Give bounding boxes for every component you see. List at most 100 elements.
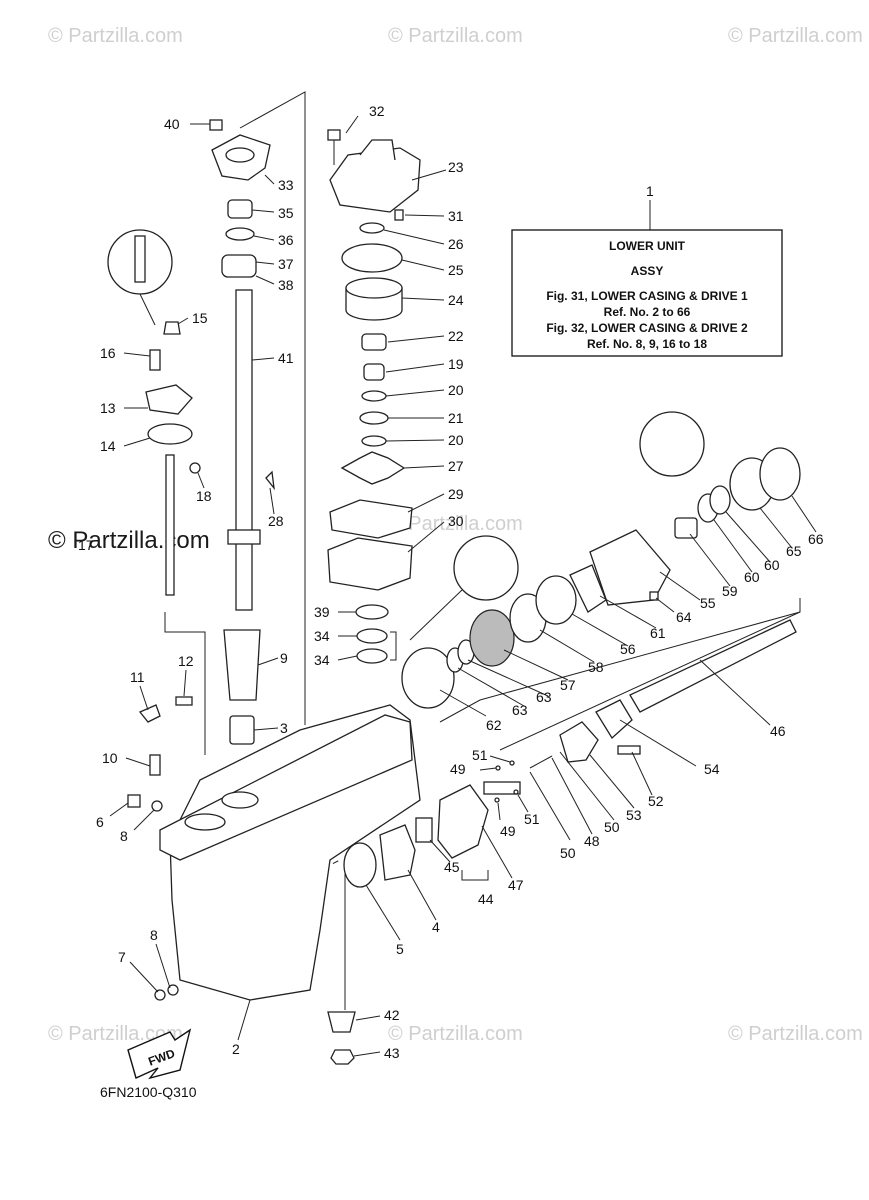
pin-52 bbox=[617, 745, 641, 755]
watermark-top-right: © Partzilla.com bbox=[728, 25, 863, 47]
reverse-gear-57 bbox=[469, 609, 515, 667]
part-19 bbox=[363, 363, 385, 381]
callout-27: 27 bbox=[448, 458, 464, 474]
bolt-10 bbox=[149, 754, 161, 776]
callout-26: 26 bbox=[448, 236, 464, 252]
callout-51-upper: 51 bbox=[472, 747, 488, 763]
forward-gear-44 bbox=[437, 784, 489, 859]
dog-clutch-53 bbox=[559, 721, 599, 763]
callout-34-lower: 34 bbox=[314, 652, 330, 668]
bearing-34-upper bbox=[356, 628, 388, 644]
washer-20-lower bbox=[361, 435, 387, 447]
gasket-29 bbox=[329, 499, 413, 539]
diagram-code: 6FN2100-Q310 bbox=[100, 1084, 197, 1100]
info-box-fig32-ref: Ref. No. 8, 9, 16 to 18 bbox=[587, 337, 707, 351]
bearing-59 bbox=[674, 517, 698, 539]
washer-36 bbox=[225, 227, 255, 241]
callout-61: 61 bbox=[650, 625, 666, 641]
water-pump-parts bbox=[327, 129, 421, 664]
drive-shaft-41 bbox=[235, 289, 253, 611]
spring-12 bbox=[175, 696, 193, 706]
callout-numbers: 32 23 31 26 25 24 22 19 20 21 20 27 29 3… bbox=[78, 103, 824, 1061]
bearing-3 bbox=[229, 715, 255, 745]
callout-15: 15 bbox=[192, 310, 208, 326]
callout-36: 36 bbox=[278, 232, 294, 248]
key-21 bbox=[359, 411, 389, 425]
watermark-mid-center: © Partzilla.com bbox=[388, 513, 523, 535]
callout-5: 5 bbox=[396, 941, 404, 957]
callout-59: 59 bbox=[722, 583, 738, 599]
watermark-top-center: © Partzilla.com bbox=[388, 25, 523, 47]
callout-50-upper: 50 bbox=[604, 819, 620, 835]
oring-25 bbox=[341, 243, 403, 273]
callout-51-lower: 51 bbox=[524, 811, 540, 827]
callout-34-upper: 34 bbox=[314, 628, 330, 644]
bolt-32 bbox=[327, 129, 341, 141]
callout-39: 39 bbox=[314, 604, 330, 620]
callout-22: 22 bbox=[448, 328, 464, 344]
callout-49-lower: 49 bbox=[500, 823, 516, 839]
oring-62 bbox=[401, 647, 455, 709]
sleeve-9 bbox=[223, 629, 261, 701]
callout-65: 65 bbox=[786, 543, 802, 559]
info-box-frame bbox=[511, 229, 783, 357]
grease-symbol bbox=[639, 411, 705, 477]
callout-13: 13 bbox=[100, 400, 116, 416]
callout-62: 62 bbox=[486, 717, 502, 733]
callout-8-upper: 8 bbox=[120, 828, 128, 844]
bearing-34-lower bbox=[356, 648, 388, 664]
seal-60-b bbox=[709, 485, 731, 515]
callout-38: 38 bbox=[278, 277, 294, 293]
callout-7: 7 bbox=[118, 949, 126, 965]
callout-28: 28 bbox=[268, 513, 284, 529]
watermark-bottom-left: © Partzilla.com bbox=[48, 1023, 183, 1045]
clip-11 bbox=[138, 704, 161, 723]
bearing-4 bbox=[379, 824, 416, 881]
callout-16: 16 bbox=[100, 345, 116, 361]
spring-48 bbox=[529, 755, 553, 769]
key-64 bbox=[649, 591, 659, 601]
bolt-40 bbox=[209, 119, 223, 131]
callout-20-upper: 20 bbox=[448, 382, 464, 398]
callout-9: 9 bbox=[280, 650, 288, 666]
callout-60-right: 60 bbox=[764, 557, 780, 573]
clip-18 bbox=[189, 462, 201, 474]
callout-35: 35 bbox=[278, 205, 294, 221]
bearing-45 bbox=[415, 817, 433, 843]
callout-41: 41 bbox=[278, 350, 294, 366]
pinion-42 bbox=[327, 1011, 356, 1033]
callout-45: 45 bbox=[444, 859, 460, 875]
callout-52: 52 bbox=[648, 793, 664, 809]
callout-54: 54 bbox=[704, 761, 720, 777]
bearing-54 bbox=[595, 699, 633, 740]
forward-gear-parts bbox=[343, 784, 489, 888]
reverse-gear-housing-parts bbox=[401, 411, 801, 709]
callout-44: 44 bbox=[478, 891, 494, 907]
callout-49-upper: 49 bbox=[450, 761, 466, 777]
leader-lines bbox=[109, 115, 817, 1057]
callout-40: 40 bbox=[164, 116, 180, 132]
callout-14: 14 bbox=[100, 438, 116, 454]
callout-17: 17 bbox=[78, 537, 94, 553]
callout-2: 2 bbox=[232, 1041, 240, 1057]
shift-rod-parts bbox=[107, 229, 201, 812]
lower-unit-assy-box: 1 LOWER UNIT ASSY Fig. 31, LOWER CASING … bbox=[511, 183, 783, 357]
drive-shaft-parts bbox=[209, 119, 275, 745]
ball-49-lower bbox=[494, 797, 500, 803]
grease-symbol-lower bbox=[453, 535, 519, 601]
callout-11: 11 bbox=[130, 669, 145, 685]
callout-46: 46 bbox=[770, 723, 786, 739]
oring-14 bbox=[147, 423, 193, 445]
callout-10: 10 bbox=[102, 750, 118, 766]
ring-nut-66 bbox=[759, 447, 801, 501]
fwd-arrow: FWD bbox=[127, 1028, 192, 1080]
callout-60-left: 60 bbox=[744, 569, 760, 585]
callout-25: 25 bbox=[448, 262, 464, 278]
callout-4: 4 bbox=[432, 919, 440, 935]
plate-30 bbox=[327, 537, 413, 591]
callout-48: 48 bbox=[584, 833, 600, 849]
callout-32: 32 bbox=[369, 103, 385, 119]
impeller-27 bbox=[340, 451, 406, 485]
ball-51-lower bbox=[513, 789, 519, 795]
